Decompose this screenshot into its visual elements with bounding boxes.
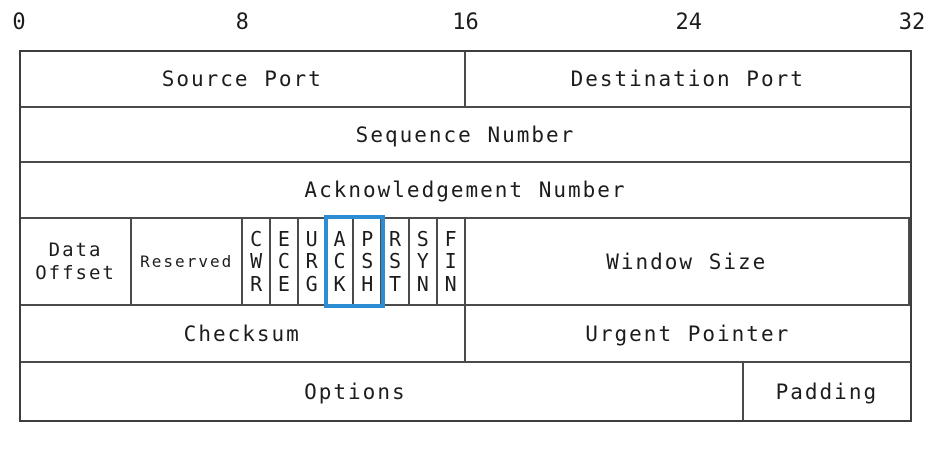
flag-ack-label: ACK <box>333 226 346 296</box>
field-source-port: Source Port <box>21 52 466 106</box>
flag-cwr: CWR <box>243 219 272 304</box>
padding-label: Padding <box>775 379 879 404</box>
row-options: Options Padding <box>21 363 910 420</box>
field-destination-port: Destination Port <box>466 52 911 106</box>
data-offset-label: Data Offset <box>35 239 116 284</box>
ruler-label-0: 0 <box>12 10 26 35</box>
row-flags: Data Offset Reserved CWR ECE URG ACK PSH… <box>21 215 910 308</box>
flag-cwr-label: CWR <box>250 226 263 296</box>
ruler-label-32: 32 <box>898 10 926 35</box>
header-table: Source Port Destination Port Sequence Nu… <box>19 50 912 422</box>
flag-rst: RST <box>382 219 410 304</box>
flag-ece-label: ECE <box>277 226 290 296</box>
row-checksum: Checksum Urgent Pointer <box>21 306 910 363</box>
field-sequence-number: Sequence Number <box>21 108 910 161</box>
flag-ece: ECE <box>271 219 299 304</box>
sequence-number-label: Sequence Number <box>355 122 576 147</box>
acknowledgement-number-label: Acknowledgement Number <box>304 178 627 202</box>
field-reserved: Reserved <box>132 219 244 304</box>
field-urgent-pointer: Urgent Pointer <box>466 306 911 361</box>
field-options: Options <box>21 363 744 420</box>
row-sequence-number: Sequence Number <box>21 108 910 163</box>
field-checksum: Checksum <box>21 306 466 361</box>
ruler-label-16: 16 <box>452 10 479 35</box>
reserved-label: Reserved <box>140 252 234 271</box>
flag-fin-label: FIN <box>444 226 457 296</box>
bit-ruler: 0 8 16 24 32 <box>12 6 925 42</box>
field-padding: Padding <box>744 363 910 420</box>
destination-port-label: Destination Port <box>570 67 805 91</box>
flag-fin: FIN <box>438 219 466 304</box>
flag-syn-label: SYN <box>416 226 429 296</box>
options-label: Options <box>304 379 407 404</box>
source-port-label: Source Port <box>161 67 323 91</box>
flag-rst-label: RST <box>389 226 402 296</box>
ruler-label-8: 8 <box>235 10 249 35</box>
ruler-label-24: 24 <box>675 10 703 35</box>
flag-urg-label: URG <box>305 226 318 296</box>
field-acknowledgement-number: Acknowledgement Number <box>21 163 910 217</box>
row-acknowledgement-number: Acknowledgement Number <box>21 163 910 219</box>
flag-syn: SYN <box>410 219 438 304</box>
urgent-pointer-label: Urgent Pointer <box>585 321 791 346</box>
field-data-offset: Data Offset <box>21 219 133 304</box>
flag-psh: PSH <box>354 219 383 304</box>
field-window-size: Window Size <box>466 219 910 304</box>
flag-urg: URG <box>299 219 327 304</box>
window-size-label: Window Size <box>606 249 768 274</box>
flag-psh-label: PSH <box>361 226 374 296</box>
checksum-label: Checksum <box>183 321 301 346</box>
row-ports: Source Port Destination Port <box>21 52 910 108</box>
flag-ack: ACK <box>327 219 355 304</box>
